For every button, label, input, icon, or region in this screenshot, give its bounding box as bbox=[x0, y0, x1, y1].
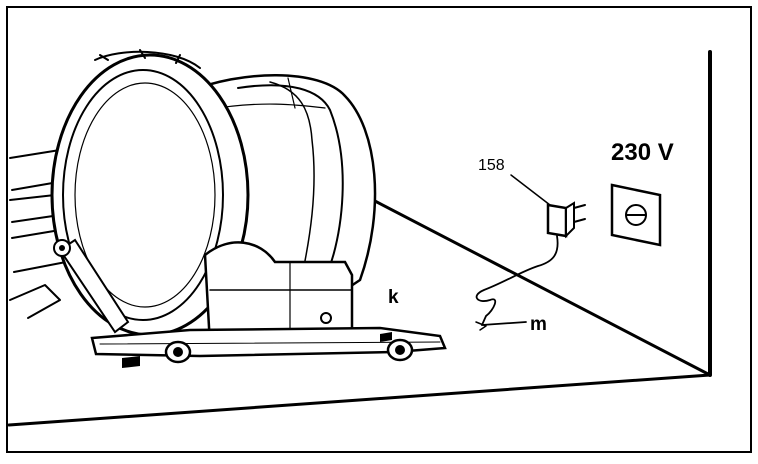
voltage-label: 230 V bbox=[611, 139, 674, 166]
leveling-foot-left bbox=[122, 356, 140, 368]
front-pedestal bbox=[203, 241, 354, 347]
leader-line-m bbox=[481, 321, 527, 326]
crank-arm bbox=[58, 238, 130, 334]
machine-ref-label: k bbox=[388, 287, 399, 308]
leader-line-158 bbox=[510, 174, 551, 206]
cable-ref-label: m bbox=[530, 314, 547, 335]
power-cable bbox=[475, 235, 559, 326]
adapter-part-label: 158 bbox=[478, 157, 505, 174]
leveling-foot-right bbox=[380, 332, 392, 342]
power-adapter bbox=[510, 174, 586, 239]
socket-outlet-icon bbox=[625, 204, 647, 226]
power-inlet-icon bbox=[320, 312, 332, 324]
wall-floor-edge bbox=[371, 198, 712, 377]
room-outline bbox=[7, 50, 712, 427]
wall-socket bbox=[610, 183, 662, 247]
floor-front-edge bbox=[7, 373, 712, 427]
elliptical-machine bbox=[9, 49, 447, 368]
